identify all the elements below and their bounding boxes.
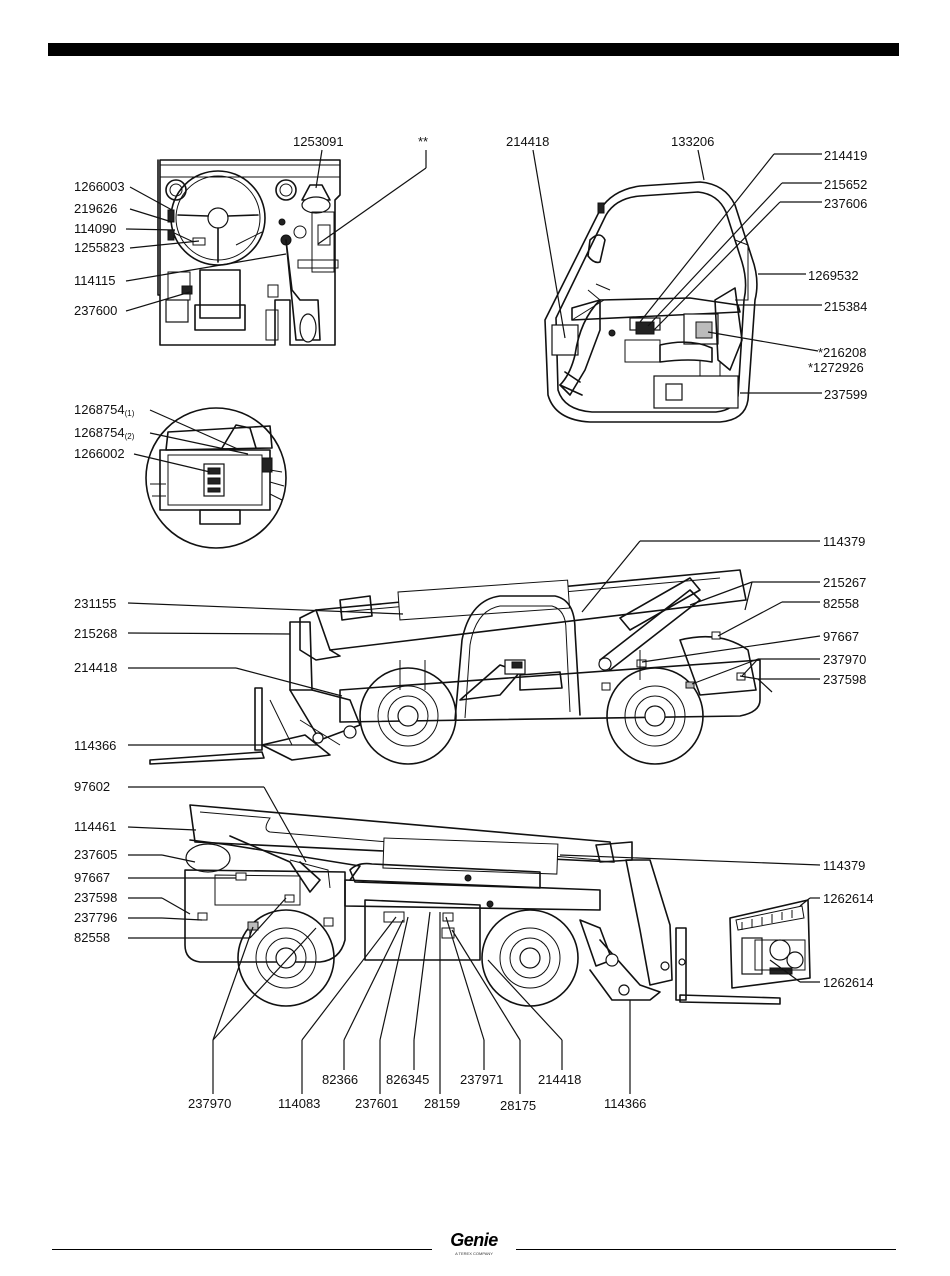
part-number-b826345: 826345 — [386, 1072, 429, 1087]
part-number-r97667: 97667 — [823, 629, 859, 644]
genie-logo-subtext: A TEREX COMPANY — [455, 1251, 493, 1256]
part-number-c237606: 237606 — [824, 196, 867, 211]
part-number-p237600: 237600 — [74, 303, 117, 318]
part-number-c1269532: 1269532 — [808, 268, 859, 283]
part-number-d1268754a: 1268754 — [74, 402, 125, 417]
part-number-p219626: 219626 — [74, 201, 117, 216]
console-labels: 1253091 ** 1266003 219626 114090 1255823… — [74, 134, 428, 318]
console-leaders — [125, 149, 427, 312]
part-number-r237598: 237598 — [823, 672, 866, 687]
part-number-b237601: 237601 — [355, 1096, 398, 1111]
part-number-r215267: 215267 — [823, 575, 866, 590]
part-number-c215652: 215652 — [824, 177, 867, 192]
svg-text:1268754(2): 1268754(2) — [74, 425, 135, 441]
part-number-c1272926: *1272926 — [808, 360, 864, 375]
part-number-r114379: 114379 — [823, 534, 865, 549]
part-number-c215384: 215384 — [824, 299, 867, 314]
genie-logo: Genie — [450, 1230, 498, 1250]
svg-text:1268754(1): 1268754(1) — [74, 402, 135, 418]
part-number-b28175: 28175 — [500, 1098, 536, 1113]
right-side-view-illustration — [149, 569, 761, 765]
bottom-leaders — [212, 911, 631, 1094]
part-number-p114115: 114115 — [74, 273, 115, 288]
right-side-labels: 114379 231155 215267 215268 82558 97667 … — [74, 534, 866, 753]
bottom-labels: 82366 826345 237971 214418 237970 114083… — [188, 1072, 646, 1113]
part-number-c214419: 214419 — [824, 148, 867, 163]
part-number-b114083: 114083 — [278, 1096, 320, 1111]
header-bar — [48, 43, 899, 56]
part-number-l114461: 114461 — [74, 819, 116, 834]
part-number-l1262614b: 1262614 — [823, 975, 874, 990]
part-number-d1268754b_sub: (2) — [125, 432, 135, 441]
part-number-l237598: 237598 — [74, 890, 117, 905]
part-number-r237970: 237970 — [823, 652, 866, 667]
left-side-leaders — [127, 786, 821, 983]
part-number-l97602: 97602 — [74, 779, 110, 794]
part-number-d1268754a_sub: (1) — [125, 409, 135, 418]
part-number-b114366: 114366 — [604, 1096, 646, 1111]
detail-labels: 1268754(1) 1268754(2) 1266002 — [74, 402, 135, 461]
footer-rule-right — [516, 1249, 896, 1250]
part-number-c216208: *216208 — [818, 345, 866, 360]
part-number-l114379: 114379 — [823, 858, 865, 873]
part-number-l237605: 237605 — [74, 847, 117, 862]
part-number-b237971: 237971 — [460, 1072, 503, 1087]
part-number-p1255823: 1255823 — [74, 240, 125, 255]
part-number-l97667: 97667 — [74, 870, 110, 885]
part-number-r214418: 214418 — [74, 660, 117, 675]
detail-circle-illustration — [145, 407, 287, 549]
part-number-p1266003: 1266003 — [74, 179, 125, 194]
part-number-r215268: 215268 — [74, 626, 117, 641]
left-side-view-illustration — [184, 804, 811, 1007]
part-number-p1253091: 1253091 — [293, 134, 344, 149]
part-number-d1266002: 1266002 — [74, 446, 125, 461]
part-number-l237796: 237796 — [74, 910, 117, 925]
part-number-p114090: 114090 — [74, 221, 116, 236]
left-side-labels: 97602 114461 237605 114379 97667 237598 … — [74, 779, 874, 990]
cab-leaders — [532, 149, 822, 394]
part-number-b214418: 214418 — [538, 1072, 581, 1087]
part-number-r114366: 114366 — [74, 738, 116, 753]
part-number-b28159: 28159 — [424, 1096, 460, 1111]
console-illustration — [157, 159, 341, 346]
part-number-b82366: 82366 — [322, 1072, 358, 1087]
right-side-leaders — [127, 540, 821, 746]
detail-leaders — [133, 409, 249, 473]
part-number-c214418: 214418 — [506, 134, 549, 149]
footer-rule-left — [52, 1249, 432, 1250]
part-number-star2: ** — [418, 134, 428, 149]
part-number-r231155: 231155 — [74, 596, 116, 611]
part-number-c133206: 133206 — [671, 134, 714, 149]
part-number-r82558: 82558 — [823, 596, 859, 611]
part-number-l82558: 82558 — [74, 930, 110, 945]
cab-illustration — [544, 181, 758, 423]
part-number-c237599: 237599 — [824, 387, 867, 402]
part-number-b237970: 237970 — [188, 1096, 231, 1111]
part-number-d1268754b: 1268754 — [74, 425, 125, 440]
cab-labels: 214418 133206 214419 215652 237606 12695… — [506, 134, 867, 402]
part-number-l1262614a: 1262614 — [823, 891, 874, 906]
